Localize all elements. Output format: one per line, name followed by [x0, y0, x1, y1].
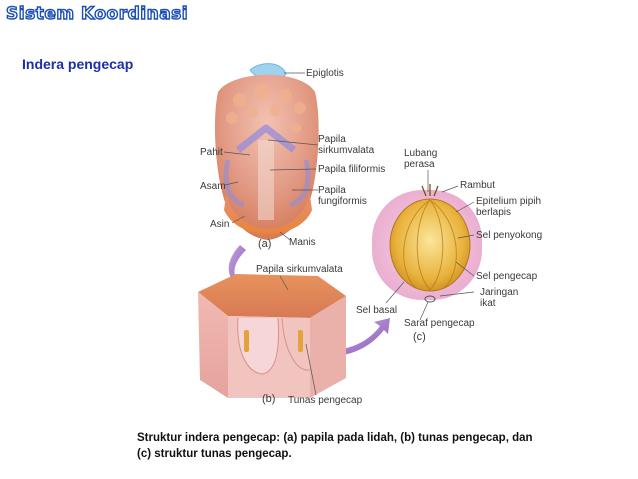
label-epitelium-line1: Epitelium pipih — [476, 196, 542, 207]
label-pahit: Pahit — [200, 147, 223, 158]
label-epitelium-line2: berlapis — [476, 207, 512, 218]
slide-title: Sistem Koordinasi — [5, 3, 189, 24]
label-papila-sirkumvalata-b: Papila sirkumvalata — [256, 264, 343, 275]
label-epiglotis: Epiglotis — [306, 68, 344, 79]
label-asin: Asin — [210, 219, 230, 230]
caption-line-1: Struktur indera pengecap: (a) papila pad… — [137, 432, 533, 444]
label-jaringan-ikat-line2: ikat — [480, 298, 496, 309]
label-sel-basal: Sel basal — [356, 305, 398, 316]
label-fig-a: (a) — [258, 238, 272, 250]
label-sel-pengecap: Sel pengecap — [476, 271, 538, 282]
label-lubang-perasa-line1: Lubang — [404, 148, 438, 159]
label-asam: Asam — [200, 181, 226, 192]
label-papila-fungiformis-line2: fungiformis — [318, 196, 367, 207]
label-saraf-pengecap: Saraf pengecap — [404, 318, 475, 329]
label-rambut: Rambut — [460, 180, 496, 191]
taste-bud-diagram — [372, 184, 482, 303]
label-papila-sirkumvalata-line1: Papila — [318, 134, 346, 145]
figure-caption: Struktur indera pengecap: (a) papila pad… — [137, 430, 597, 462]
label-manis: Manis — [289, 237, 316, 248]
label-fig-c: (c) — [413, 331, 426, 343]
label-papila-fungiformis-line1: Papila — [318, 185, 346, 196]
tissue-block-diagram — [198, 274, 346, 398]
label-fig-b: (b) — [262, 393, 276, 405]
label-lubang-perasa-line2: perasa — [404, 159, 435, 170]
slide-subtitle: Indera pengecap — [22, 56, 134, 72]
label-papila-sirkumvalata-line2: sirkumvalata — [318, 145, 375, 156]
label-sel-penyokong: Sel penyokong — [476, 230, 543, 241]
label-tunas-pengecap: Tunas pengecap — [288, 395, 363, 406]
caption-line-2: (c) struktur tunas pengecap. — [137, 448, 292, 460]
label-jaringan-ikat-line1: Jaringan — [480, 287, 519, 298]
label-papila-filiformis: Papila filiformis — [318, 164, 386, 175]
tongue-diagram — [214, 63, 319, 240]
